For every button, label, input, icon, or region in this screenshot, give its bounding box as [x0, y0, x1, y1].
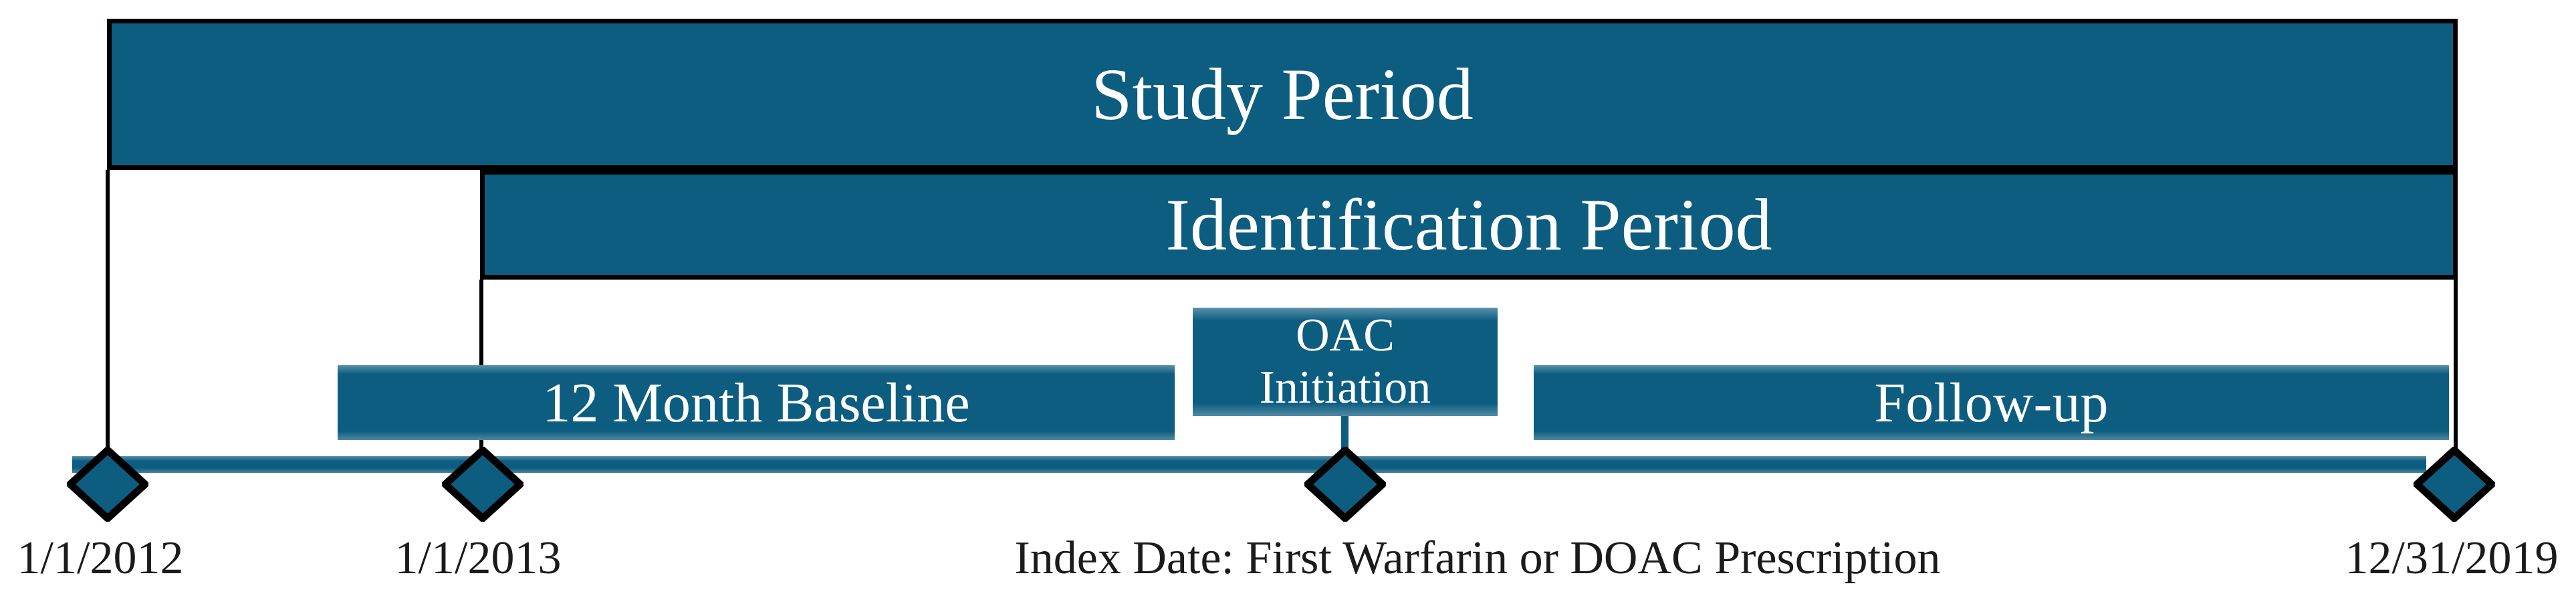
followup-period-label: Follow-up	[1874, 371, 2109, 434]
baseline-period-label: 12 Month Baseline	[542, 371, 970, 434]
axis-label-index-date: Index Date: First Warfarin or DOAC Presc…	[1014, 532, 1941, 584]
study-period-label: Study Period	[1091, 53, 1474, 135]
oac-initiation-label-line1: OAC	[1296, 309, 1395, 361]
diamond-marker-2012-icon	[67, 447, 148, 522]
oac-initiation-box: OAC Initiation	[1193, 308, 1498, 416]
axis-label-2012: 1/1/2012	[17, 532, 184, 584]
followup-period-bar: Follow-up	[1534, 365, 2449, 440]
diamond-marker-index-date-icon	[1304, 447, 1386, 522]
connector-line-2019	[2454, 280, 2458, 451]
diamond-marker-2019-icon	[2414, 447, 2495, 522]
axis-label-2013: 1/1/2013	[394, 532, 562, 584]
diamond-marker-2013-icon	[442, 447, 523, 522]
oac-initiation-label-line2: Initiation	[1259, 362, 1431, 413]
identification-period-bar: Identification Period	[480, 170, 2458, 280]
axis-label-2019: 12/31/2019	[2345, 532, 2559, 584]
connector-line-2012	[106, 170, 110, 464]
identification-period-label: Identification Period	[1165, 183, 1772, 266]
timeline-axis-bar	[72, 456, 2426, 473]
baseline-period-bar: 12 Month Baseline	[338, 365, 1175, 440]
oac-index-connector-line	[1341, 415, 1349, 462]
study-period-bar: Study Period	[107, 19, 2458, 170]
